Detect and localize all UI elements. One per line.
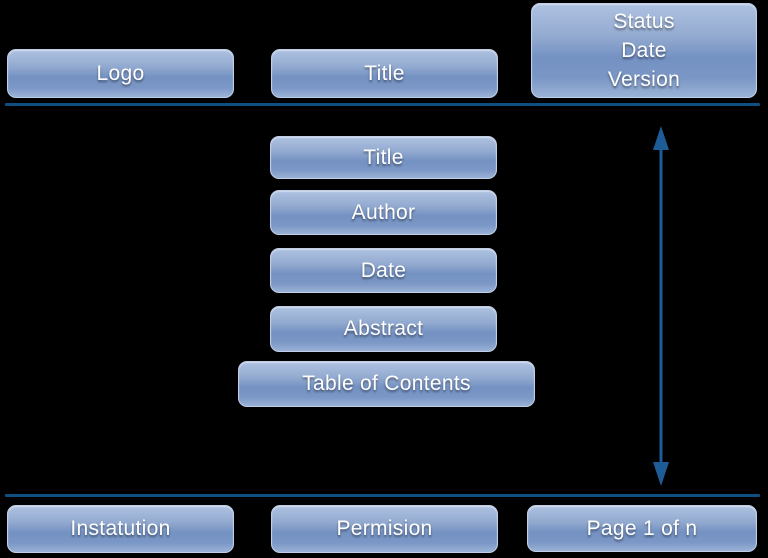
status-date-version-box: Status Date Version [531,3,757,98]
page-number-box: Page 1 of n [527,505,757,552]
version-line: Version [607,68,681,91]
logo-box-label: Logo [96,61,145,85]
author-box: Author [270,190,497,235]
permission-box-label: Permision [336,517,433,540]
header-divider-line [5,103,760,106]
vertical-double-arrow-icon [653,126,669,486]
page-number-box-label: Page 1 of n [586,516,698,540]
status-line: Status [613,10,675,33]
header-title-box-label: Title [364,61,405,85]
author-box-label: Author [351,200,416,224]
date-box: Date [270,248,497,293]
body-title-box: Title [270,136,497,179]
abstract-box: Abstract [270,306,497,352]
table-of-contents-box: Table of Contents [238,361,535,407]
header-title-box: Title [271,49,498,98]
permission-box: Permision [271,505,498,553]
footer-divider-line [5,494,760,497]
table-of-contents-box-label: Table of Contents [302,372,471,395]
abstract-box-label: Abstract [343,317,424,340]
logo-box: Logo [7,49,234,98]
date-line: Date [621,39,667,62]
body-title-box-label: Title [363,145,404,169]
date-box-label: Date [360,258,407,282]
institution-box-label: Instatution [70,517,171,540]
institution-box: Instatution [7,505,234,553]
